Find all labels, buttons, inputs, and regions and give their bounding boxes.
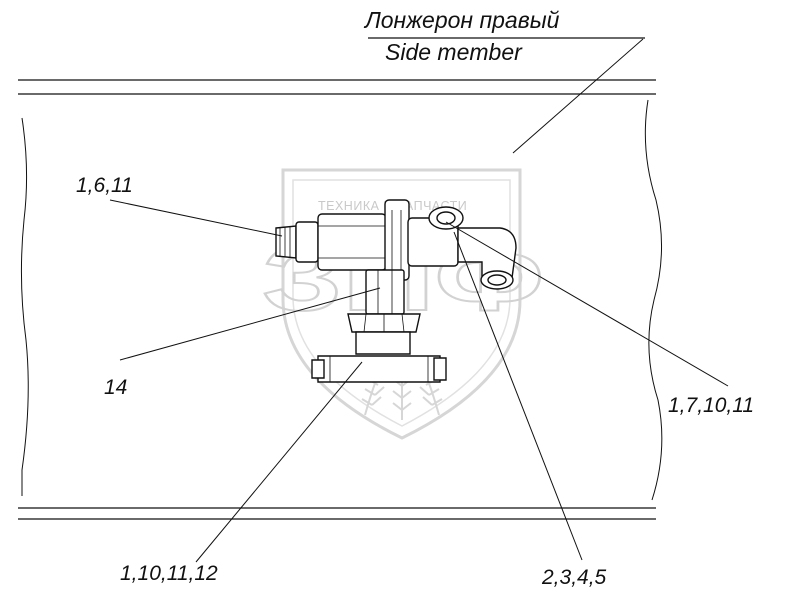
leader-1-6-11 (109, 199, 283, 237)
callout-label: 1,7,10,11 (668, 394, 754, 417)
callout-label: 1,6,11 (76, 174, 133, 197)
valve-assembly (275, 199, 517, 383)
title-block: Лонжерон правый Side member (363, 7, 645, 65)
title-line-2: Side member (385, 39, 523, 65)
leader-title (512, 38, 644, 154)
callout-label: 14 (104, 376, 127, 399)
leader-2-3-4-5 (453, 231, 583, 561)
leader-1-7-10-11 (445, 221, 729, 387)
leader-lines (109, 199, 729, 563)
leader-14 (119, 287, 381, 361)
callout-label: 1,10,11,12 (120, 562, 218, 585)
side-member (18, 79, 663, 520)
leader-1-10-11-12 (195, 361, 363, 563)
title-line-1: Лонжерон правый (363, 7, 560, 33)
callouts: 1,6,11 14 1,7,10,11 1,10,11,12 2,3,4,5 (76, 174, 754, 589)
callout-label: 2,3,4,5 (541, 566, 607, 589)
